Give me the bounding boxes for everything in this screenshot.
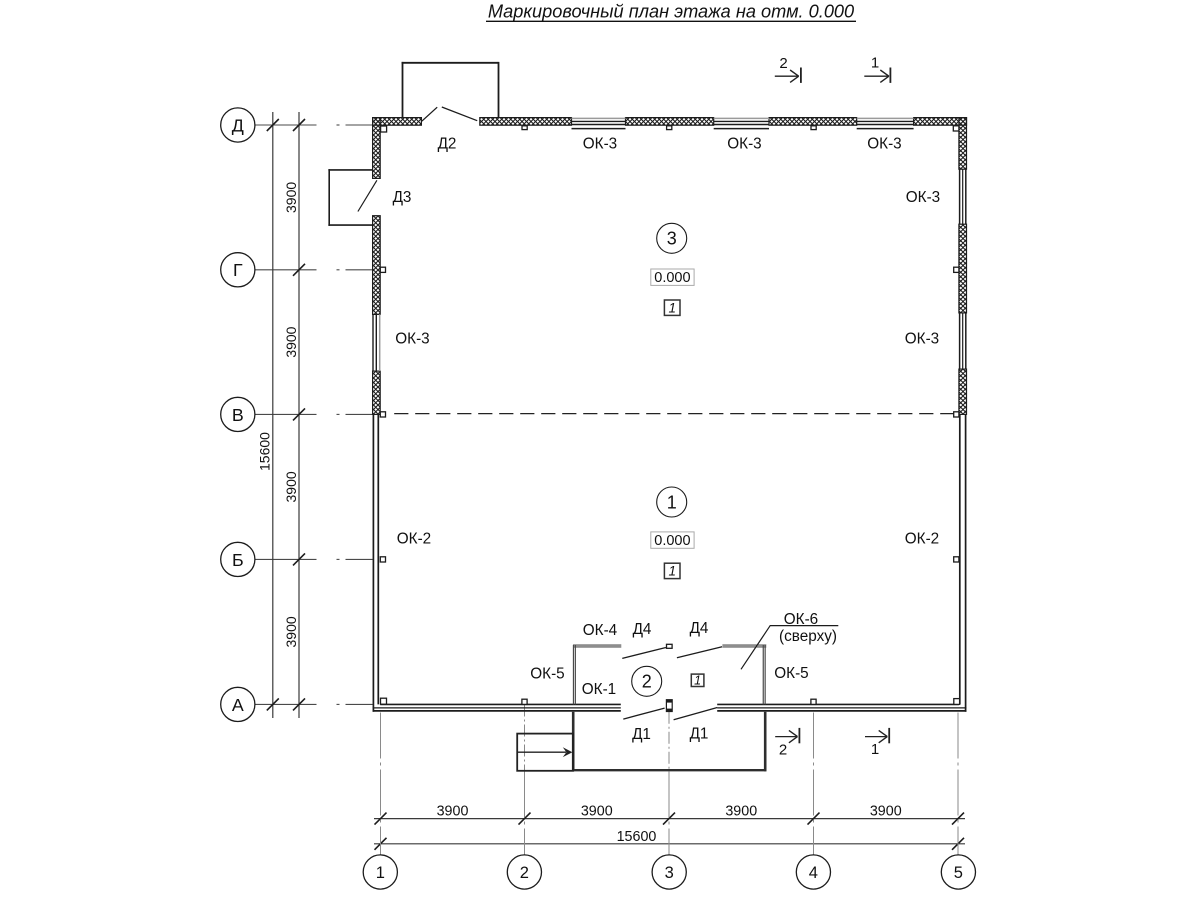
svg-text:2: 2 [779,742,787,759]
svg-text:3900: 3900 [870,803,902,819]
svg-text:15600: 15600 [257,432,273,471]
svg-text:Г: Г [233,260,243,280]
svg-text:1: 1 [694,674,701,688]
svg-text:2: 2 [520,864,529,882]
svg-text:ОК-5: ОК-5 [774,665,808,682]
svg-text:3: 3 [665,864,674,882]
svg-text:3: 3 [667,229,677,249]
svg-text:ОК-3: ОК-3 [727,136,761,153]
svg-text:ОК-4: ОК-4 [583,622,618,639]
svg-text:Д2: Д2 [438,136,457,153]
svg-text:3900: 3900 [283,616,299,647]
svg-text:Д: Д [232,115,244,135]
svg-text:Д1: Д1 [632,726,651,743]
svg-text:1: 1 [871,55,879,72]
svg-text:3900: 3900 [283,182,299,213]
svg-text:(сверху): (сверху) [779,628,837,645]
svg-text:ОК-3: ОК-3 [583,136,617,153]
svg-text:3900: 3900 [283,326,299,357]
svg-text:Д3: Д3 [393,189,412,206]
svg-text:ОК-2: ОК-2 [397,531,431,548]
svg-text:А: А [232,695,244,715]
svg-text:4: 4 [809,864,818,882]
svg-text:2: 2 [779,55,787,72]
svg-text:2: 2 [642,672,652,692]
svg-text:1: 1 [667,492,677,512]
svg-text:ОК-2: ОК-2 [905,531,939,548]
svg-text:1: 1 [668,300,676,315]
svg-text:15600: 15600 [617,829,657,845]
svg-text:ОК-5: ОК-5 [530,666,564,683]
svg-text:В: В [232,405,244,425]
svg-text:Маркировочный план этажа на от: Маркировочный план этажа на отм. 0.000 [488,2,854,22]
svg-text:ОК-3: ОК-3 [395,331,429,348]
svg-text:5: 5 [954,864,963,882]
svg-text:ОК-6: ОК-6 [784,611,818,628]
svg-text:Д4: Д4 [633,621,652,638]
svg-text:3900: 3900 [437,803,469,819]
svg-text:ОК-3: ОК-3 [905,331,939,348]
svg-text:Б: Б [232,550,244,570]
svg-text:ОК-3: ОК-3 [906,189,940,206]
svg-text:3900: 3900 [725,803,757,819]
svg-text:3900: 3900 [581,803,613,819]
svg-text:Д4: Д4 [690,620,709,637]
svg-text:0.000: 0.000 [654,270,690,286]
svg-text:ОК-3: ОК-3 [867,136,901,153]
svg-text:ОК-1: ОК-1 [582,681,616,698]
svg-text:0.000: 0.000 [654,533,690,549]
svg-text:3900: 3900 [283,471,299,502]
svg-text:1: 1 [376,864,385,882]
svg-text:1: 1 [871,741,879,758]
svg-text:Д1: Д1 [690,726,709,743]
svg-text:1: 1 [668,564,676,579]
